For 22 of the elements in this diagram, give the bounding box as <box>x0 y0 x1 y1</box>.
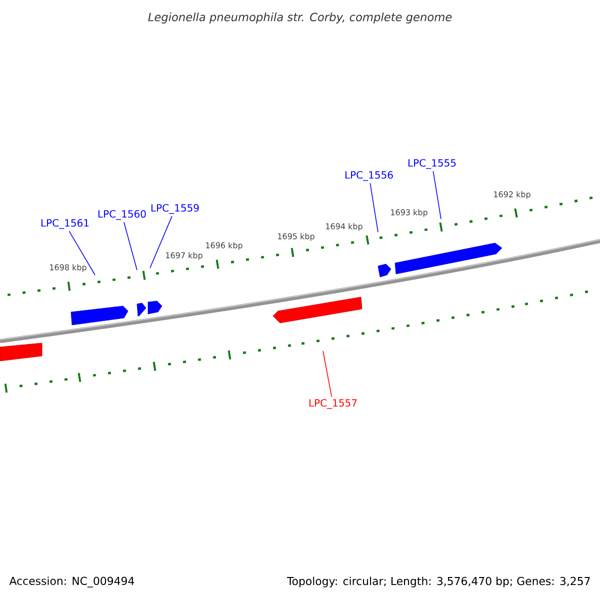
scale-label: 1695 kbp <box>278 233 314 241</box>
scale-label: 1696 kbp <box>206 242 242 250</box>
scale-label: 1697 kbp <box>166 252 202 260</box>
scale-label: 1694 kbp <box>326 223 362 231</box>
gene-label: LPC_1559 <box>151 204 199 214</box>
footer-text: Accession: NC_009494 <box>9 576 134 588</box>
scale-label: 1692 kbp <box>494 191 530 199</box>
leader-line <box>68 230 96 276</box>
gene-label: LPC_1560 <box>98 210 146 220</box>
leader-line <box>370 182 378 232</box>
gene-label: LPC_1561 <box>41 219 89 229</box>
gene-label: LPC_1555 <box>408 159 456 169</box>
scale-label: 1693 kbp <box>391 209 428 217</box>
leader-line <box>150 216 172 268</box>
title: Legionella pneumophila str. Corby, complete genome <box>148 12 452 24</box>
gene-label: LPC_1557 <box>309 399 357 409</box>
scale-label: 1698 kbp <box>50 264 86 272</box>
footer-text: Topology: circular; Length: 3,576,470 bp; Genes: 3,257 <box>286 576 590 588</box>
gene-label: LPC_1556 <box>345 171 393 181</box>
leader-line <box>322 350 332 398</box>
leader-line <box>432 170 442 220</box>
leader-line <box>124 222 138 270</box>
